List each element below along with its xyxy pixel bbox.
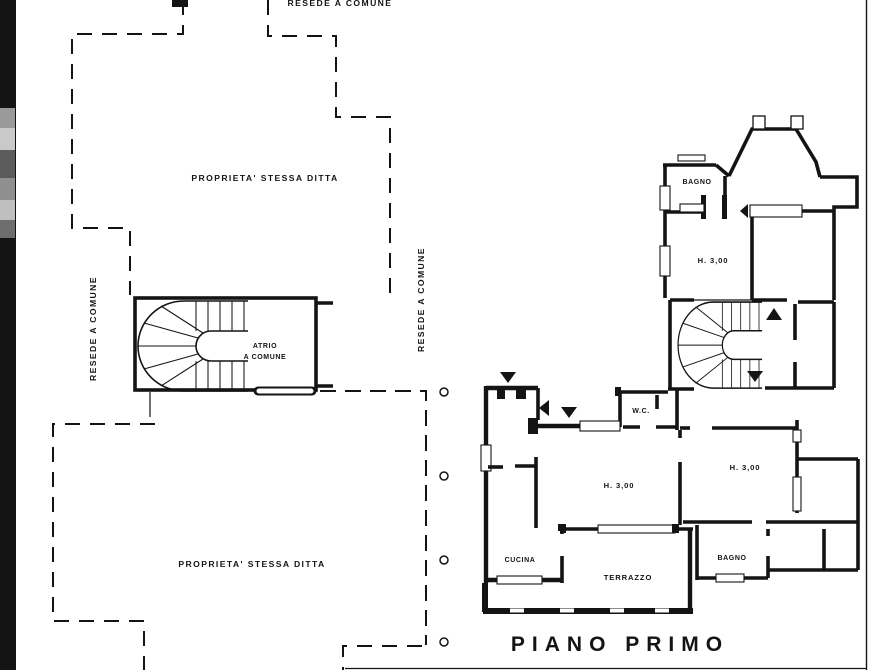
label-cucina: CUCINA [505,557,536,564]
fence-post [439,555,449,565]
spiral-staircase [137,300,248,392]
door-arrow-left-icon [740,204,748,218]
label-bagno-lower: BAGNO [717,555,746,562]
scan-edge-left [0,0,16,670]
fence-post [439,637,449,647]
scan-mark-top [172,0,188,7]
entry-left-arrow-icon [539,400,549,416]
lower-bagno-walls [695,525,858,583]
label-proprieta-lower: PROPRIETA' STESSA DITTA [178,559,325,569]
stair-down-arrow-icon [747,371,763,382]
label-atrio-2: A COMUNE [244,354,287,361]
entry-down-arrow-icon [500,372,516,383]
label-resede-top: RESEDE A COMUNE [288,0,393,8]
floor-title: PIANO PRIMO [511,633,729,656]
fence-post [439,471,449,481]
label-resede-right: RESEDE A COMUNE [416,247,426,352]
upper-block-walls [659,115,859,300]
property-boundary-upper-parcel [71,0,391,298]
label-bagno-upper: BAGNO [682,179,711,186]
property-boundary-lower-parcel [52,423,422,670]
label-h300-upper: H. 3,00 [698,256,729,265]
label-terrazzo: TERRAZZO [604,573,653,582]
label-resede-left: RESEDE A COMUNE [88,276,98,381]
right-room-walls [680,420,860,570]
label-h300-right: H. 3,00 [730,463,761,472]
boundary-fence-line [320,387,449,647]
stair-core-walls [668,298,836,391]
label-wc: W.C. [632,408,650,415]
label-atrio-1: ATRIO [253,343,277,350]
terrace-walls [482,524,693,614]
stair-up-arrow-icon [766,308,782,320]
label-h300-main: H. 3,00 [604,481,635,490]
label-proprieta-upper: PROPRIETA' STESSA DITTA [191,173,338,183]
entry-down-arrow2-icon [561,407,577,418]
fence-post [439,387,449,397]
main-block-walls [480,372,682,583]
atrio-room [133,296,333,417]
